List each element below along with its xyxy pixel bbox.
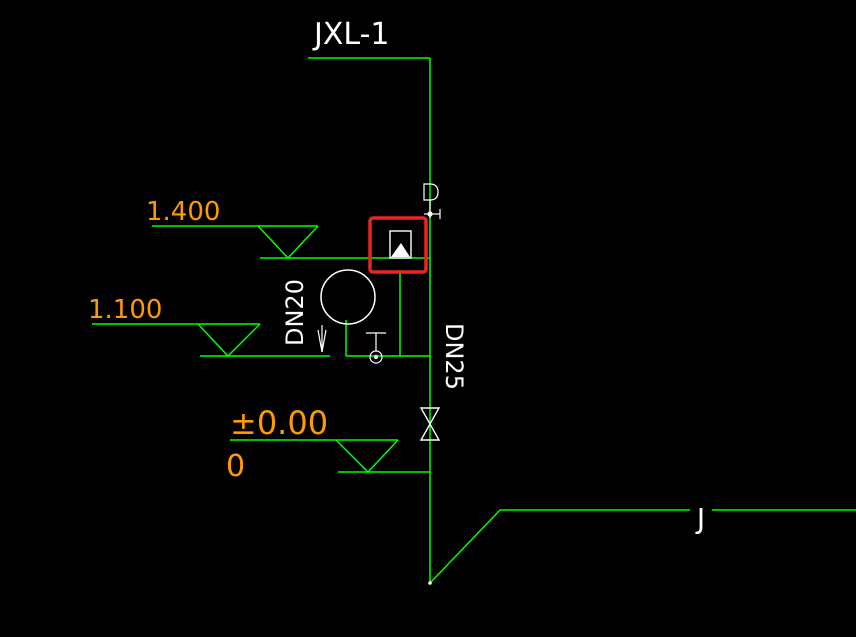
stop-valve-icon bbox=[366, 332, 386, 364]
elev-1-label: 1.400 bbox=[146, 197, 220, 227]
pipe-end-point bbox=[428, 581, 432, 585]
highlight-frame bbox=[368, 216, 428, 274]
main-pipe-code-label: J bbox=[695, 502, 705, 535]
elev-3-marker bbox=[335, 439, 399, 474]
riser-id-label: JXL-1 bbox=[312, 17, 390, 52]
vacuum-valve-icon bbox=[423, 183, 441, 219]
elev-2-marker bbox=[197, 323, 261, 358]
tap-icon bbox=[317, 325, 327, 353]
elev-1-marker bbox=[257, 225, 319, 260]
fixture-box-icon bbox=[389, 230, 412, 259]
elev-3-label: ±0.00 bbox=[230, 404, 328, 442]
elev-3-sub-label: 0 bbox=[226, 449, 245, 484]
meter-circle-icon bbox=[320, 269, 376, 325]
main-pipe-diagonal bbox=[429, 509, 501, 584]
branch-size-label: DN20 bbox=[281, 279, 309, 346]
gate-valve-icon bbox=[419, 407, 441, 441]
elev-2-label: 1.100 bbox=[88, 295, 162, 325]
riser-size-label: DN25 bbox=[440, 323, 468, 390]
